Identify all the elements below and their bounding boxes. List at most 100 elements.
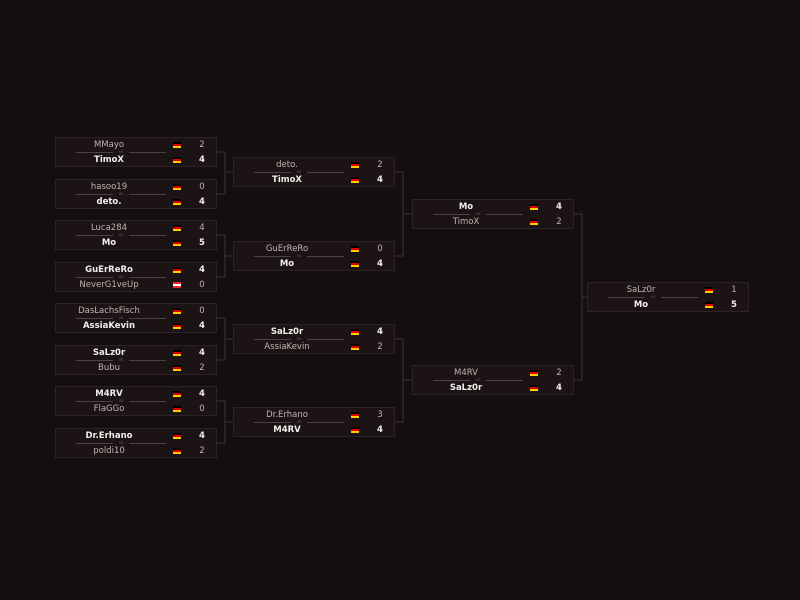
team-name: TimoX [272, 175, 302, 185]
team-name: GuErReRo [265, 244, 309, 254]
team-name: Mo [101, 238, 117, 248]
flag-icon [173, 267, 181, 273]
team-name: Dr.Erhano [266, 410, 308, 420]
flag-icon [351, 246, 359, 252]
flag-icon [351, 344, 359, 350]
flag-icon [173, 240, 181, 246]
flag-icon [173, 157, 181, 163]
flag-icon [530, 370, 538, 376]
team-row[interactable]: Mo 5 [56, 236, 216, 250]
team-name: SaLz0r [92, 348, 126, 358]
vs-label: VS [113, 149, 129, 155]
team-score: 3 [377, 410, 383, 420]
team-score: 5 [199, 238, 205, 248]
team-name: poldi10 [93, 446, 125, 456]
team-name: TimoX [94, 155, 124, 165]
vs-label: VS [113, 191, 129, 197]
vs-label: VS [470, 211, 486, 217]
team-score: 1 [731, 285, 737, 295]
team-row[interactable]: TimoX 4 [234, 173, 394, 187]
flag-icon [705, 287, 713, 293]
team-score: 4 [199, 155, 205, 165]
team-name: deto. [276, 160, 298, 170]
team-score: 4 [199, 431, 205, 441]
team-score: 4 [199, 321, 205, 331]
flag-icon [173, 448, 181, 454]
team-name: TimoX [452, 217, 480, 227]
team-name: MMayo [93, 140, 125, 150]
flag-icon [530, 219, 538, 225]
vs-label: VS [291, 419, 307, 425]
flag-icon [173, 433, 181, 439]
team-score: 0 [199, 404, 205, 414]
team-name: AssiaKevin [264, 342, 310, 352]
team-row[interactable]: deto.2 [234, 158, 394, 172]
flag-icon [351, 412, 359, 418]
flag-icon [351, 427, 359, 433]
team-row[interactable]: Dr.Erhano 3 [234, 408, 394, 422]
team-name: hasoo19 [90, 182, 128, 192]
team-score: 4 [377, 175, 383, 185]
team-score: 4 [199, 265, 205, 275]
team-score: 4 [377, 259, 383, 269]
connector-line [574, 213, 587, 381]
flag-icon [173, 184, 181, 190]
flag-icon [705, 302, 713, 308]
flag-icon [173, 350, 181, 356]
team-name: Bubu [97, 363, 120, 373]
team-row[interactable]: TimoX 4 [56, 153, 216, 167]
team-score: 4 [556, 202, 562, 212]
connector-line [217, 151, 233, 195]
vs-label: VS [291, 253, 307, 259]
team-row[interactable]: deto.4 [56, 195, 216, 209]
team-name: AssiaKevin [82, 321, 136, 331]
flag-icon [173, 323, 181, 329]
team-score: 4 [377, 327, 383, 337]
team-name: M4RV [273, 425, 301, 435]
team-row[interactable]: AssiaKevin 4 [56, 319, 216, 333]
flag-icon [173, 308, 181, 314]
flag-icon [173, 142, 181, 148]
team-name: DasLachsFisch [78, 306, 140, 316]
vs-label: VS [645, 294, 661, 300]
